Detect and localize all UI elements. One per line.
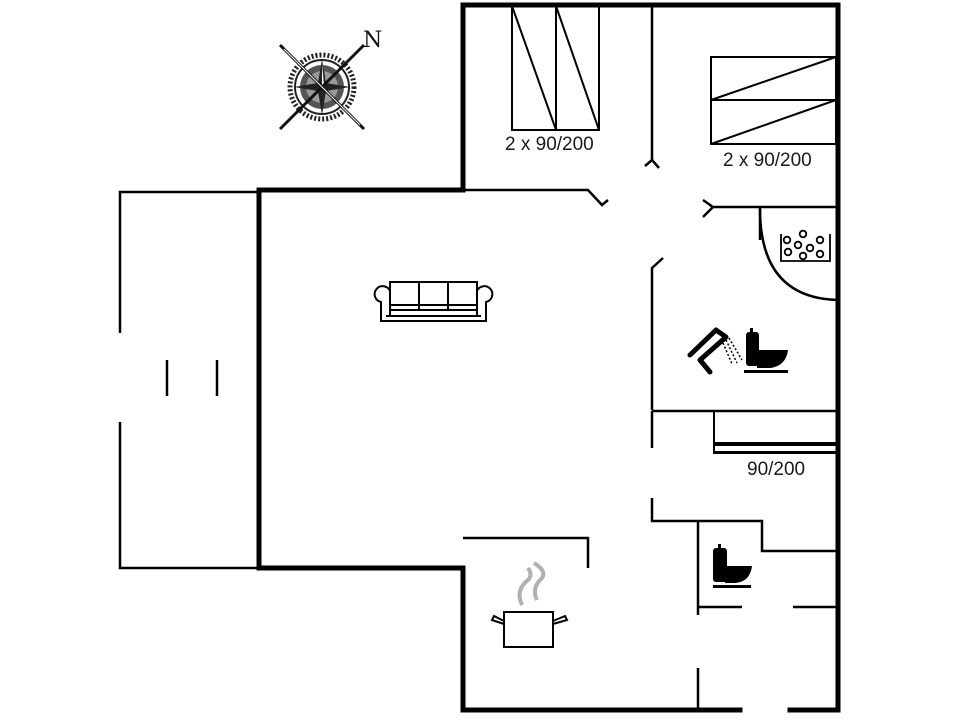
- toilet-icon: [713, 544, 752, 588]
- shower-icon: [687, 327, 743, 375]
- sofa-icon: [373, 281, 494, 322]
- twin-beds-icon: [511, 5, 600, 131]
- twin-beds-icon: [710, 56, 837, 145]
- cooking-pot-icon: [490, 561, 569, 648]
- interior-walls: [463, 5, 838, 710]
- compass-rose-icon: [278, 43, 366, 131]
- terrace: [118, 190, 257, 570]
- toilet-icon: [744, 328, 788, 373]
- north-label: N: [363, 28, 383, 53]
- bed-size-label: 2 x 90/200: [723, 150, 812, 171]
- single-bed-icon: [713, 411, 836, 454]
- whirlpool-tub: [758, 208, 839, 302]
- whirlpool-icon: [780, 229, 831, 262]
- exterior-walls: [256, 2, 841, 713]
- bed-size-label: 90/200: [747, 459, 806, 480]
- bed-size-label: 2 x 90/200: [505, 134, 594, 155]
